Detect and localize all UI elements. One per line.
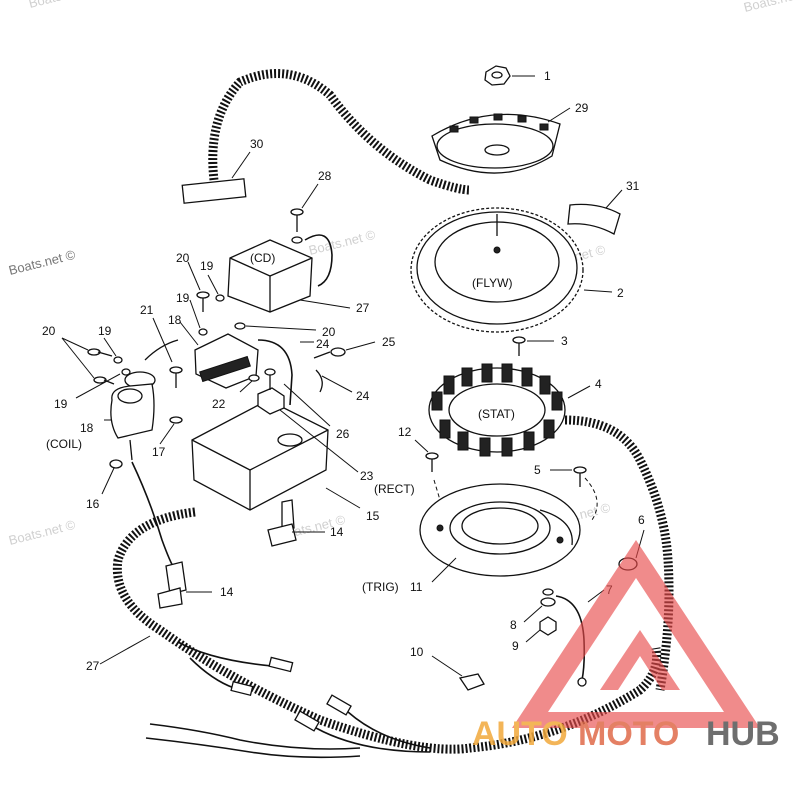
part-5-screw: [550, 466, 598, 521]
callout-14: 14: [330, 525, 344, 539]
callout-30: 30: [250, 137, 264, 151]
callout-27: 27: [356, 301, 370, 315]
callout-11: 11: [410, 580, 423, 594]
label-stat: (STAT): [478, 407, 515, 421]
callout-27: 27: [86, 659, 100, 673]
watermark-boats-net: Boats.net ©: [7, 517, 77, 548]
part-4-stator: [428, 363, 591, 457]
part-27-main-harness: [99, 507, 662, 759]
part-29-flywheel-cup: [431, 107, 571, 174]
callout-9: 9: [512, 639, 519, 653]
callout-19: 19: [200, 259, 214, 273]
callout-3: 3: [561, 334, 568, 348]
watermark-boats-net: Boats.net ©: [307, 227, 377, 258]
callout-6: 6: [638, 513, 645, 527]
logo-text-auto: AUTO: [472, 715, 568, 753]
label-flyw: (FLYW): [472, 276, 512, 290]
logo-text-hub: HUB: [706, 715, 780, 753]
part-3-screw: [512, 336, 554, 356]
callout-5: 5: [534, 463, 541, 477]
part-30-wire-assembly: [181, 69, 471, 204]
part-14-spark-plug-boot: [267, 499, 325, 547]
part-18-ignition-coil: [104, 371, 176, 571]
callout-25: 25: [382, 335, 396, 349]
part-1-flywheel-nut: [484, 65, 535, 86]
callout-2: 2: [617, 286, 624, 300]
part-9-nut: [525, 616, 557, 643]
callout-19: 19: [54, 397, 68, 411]
watermark-boats-net: Boats.net ©: [7, 247, 77, 278]
part-14-spark-plug-boot-left: [157, 561, 212, 609]
callout-24: 24: [356, 389, 370, 403]
callout-26: 26: [336, 427, 350, 441]
watermark-boats-net: Boats.net ©: [27, 0, 97, 11]
part-15-bracket: [191, 399, 361, 511]
callout-17: 17: [152, 445, 166, 459]
part-2-flywheel: [410, 207, 613, 333]
part-8-washer: [523, 588, 556, 623]
watermark-boats-net: Boats.net ©: [742, 0, 800, 15]
callout-28: 28: [318, 169, 332, 183]
part-23-rectifier: [257, 387, 359, 473]
callout-14: 14: [220, 585, 234, 599]
callout-29: 29: [575, 101, 589, 115]
part-10-clip: [431, 655, 485, 691]
callout-18: 18: [80, 421, 94, 435]
label-rect: (RECT): [374, 482, 415, 496]
automotohub-logo: AUTO MOTO HUB: [472, 540, 780, 753]
callout-20: 20: [176, 251, 190, 265]
label-coil: (COIL): [46, 437, 82, 451]
callout-19: 19: [98, 324, 112, 338]
callout-31: 31: [626, 179, 640, 193]
callout-15: 15: [366, 509, 380, 523]
callout-12: 12: [398, 425, 412, 439]
label-trig: (TRIG): [362, 580, 399, 594]
callout-22: 22: [212, 397, 226, 411]
callout-24: 24: [316, 337, 330, 351]
callout-8: 8: [510, 618, 517, 632]
hardware-coil-mount: [61, 337, 183, 495]
callout-18: 18: [168, 313, 182, 327]
part-31-decal: [567, 189, 623, 235]
callout-20: 20: [322, 325, 336, 339]
logo-text-moto: MOTO: [578, 715, 679, 753]
callout-10: 10: [410, 645, 424, 659]
part-28-screw: [290, 183, 319, 244]
callout-1: 1: [544, 69, 551, 83]
label-cd: (CD): [250, 251, 275, 265]
part-21-ground-strap: [144, 317, 183, 388]
part-12-screw: [414, 439, 441, 501]
callout-19: 19: [176, 291, 190, 305]
callout-16: 16: [86, 497, 100, 511]
callout-21: 21: [140, 303, 154, 317]
callout-4: 4: [595, 377, 602, 391]
part-cd-module: [227, 234, 351, 313]
hardware-cd-mount: [187, 261, 317, 336]
callout-23: 23: [360, 469, 374, 483]
callout-20: 20: [42, 324, 56, 338]
hardware-rectifier-mount: [239, 341, 376, 427]
part-11-trigger: [419, 483, 581, 583]
